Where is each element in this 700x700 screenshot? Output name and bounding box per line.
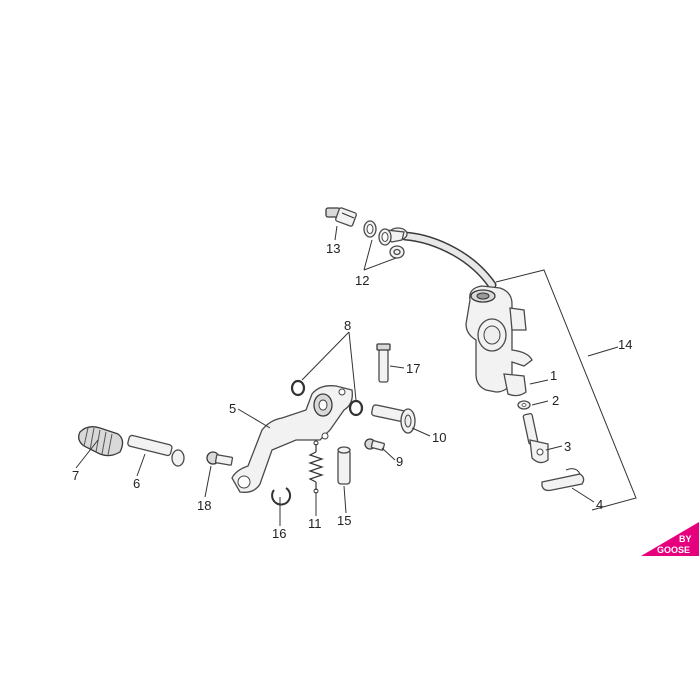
leader-lines [75,225,637,526]
brake-hose [400,231,497,290]
footpeg-pin [127,434,185,467]
callout-15: 15 [337,513,351,528]
circlip [271,487,292,506]
callout-6: 6 [133,476,140,491]
logo-triangle [641,522,699,556]
push-rod-clevis [522,413,549,464]
o-ring [290,379,364,417]
split-pin-clip [541,468,585,492]
washer [517,400,531,410]
callout-8: 8 [344,318,351,333]
callout-16: 16 [272,526,286,541]
small-screw [364,438,385,451]
pedal-rubber [78,426,124,457]
callout-5: 5 [229,401,236,416]
return-spring [308,440,324,494]
master-cylinder [465,285,533,397]
callout-13: 13 [326,241,340,256]
brake-pedal-lever [231,385,353,493]
callout-14: 14 [618,337,632,352]
callout-7: 7 [72,468,79,483]
callout-9: 9 [396,454,403,469]
pivot-pin [371,404,416,434]
callout-2: 2 [552,393,559,408]
callout-10: 10 [432,430,446,445]
callout-labels: 13 12 8 17 14 1 2 3 4 5 10 9 7 6 18 11 1… [72,241,632,541]
spacer-bushing [337,446,351,485]
allen-screw [206,451,234,466]
logo-top-text: BY [679,534,692,544]
callout-3: 3 [564,439,571,454]
pivot-screw [376,343,391,383]
callout-17: 17 [406,361,420,376]
callout-18: 18 [197,498,211,513]
banjo-bolt [325,207,357,227]
callout-1: 1 [550,368,557,383]
callout-11: 11 [308,516,322,531]
callout-12: 12 [355,273,369,288]
callout-4: 4 [596,497,603,512]
logo-bottom-text: GOOSE [657,545,690,555]
brand-logo: BY GOOSE [641,522,699,556]
sealing-washer [363,220,392,246]
